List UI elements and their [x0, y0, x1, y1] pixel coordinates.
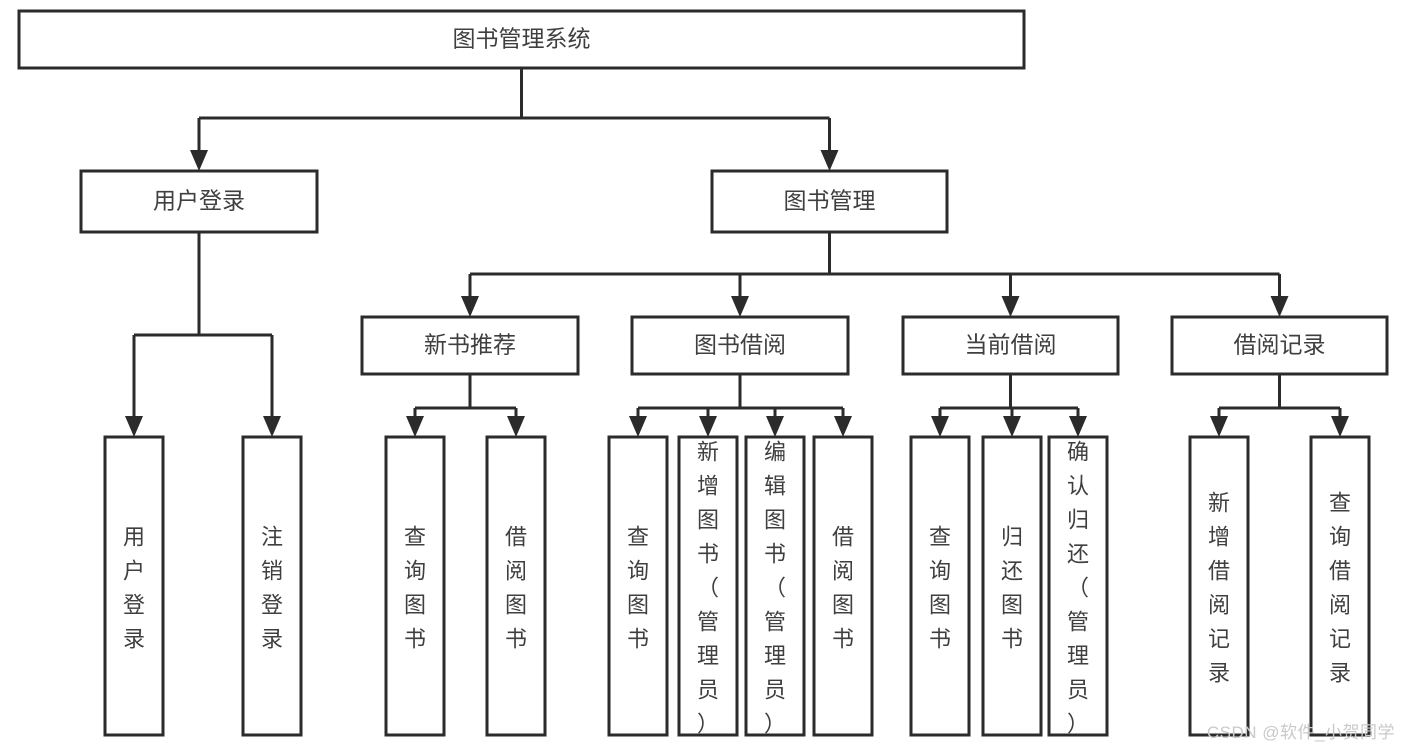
node-label-leaf12: 新增借阅记录 [1208, 491, 1230, 686]
connector-layer [125, 68, 1349, 437]
node-leaf4[interactable]: 借阅图书 [485, 435, 547, 737]
node-box-current[interactable] [901, 315, 1120, 376]
node-label-records: 借阅记录 [1234, 332, 1326, 358]
node-login[interactable]: 用户登录 [79, 169, 319, 234]
node-box-leaf9[interactable] [909, 435, 971, 737]
node-box-borrow[interactable] [630, 315, 850, 376]
node-leaf3[interactable]: 查询图书 [384, 435, 446, 737]
connector-group-current [931, 374, 1087, 437]
node-box-leaf12[interactable] [1188, 435, 1250, 737]
node-layer: 图书管理系统用户登录图书管理新书推荐图书借阅当前借阅借阅记录用户登录注销登录查询… [17, 9, 1389, 737]
node-label-leaf9: 查询图书 [929, 525, 951, 652]
node-box-login[interactable] [79, 169, 319, 234]
node-label-leaf5: 查询图书 [627, 525, 649, 652]
node-leaf12[interactable]: 新增借阅记录 [1188, 435, 1250, 737]
node-leaf10[interactable]: 归还图书 [981, 435, 1043, 737]
node-root[interactable]: 图书管理系统 [17, 9, 1026, 70]
node-leaf13[interactable]: 查询借阅记录 [1309, 435, 1371, 737]
node-newbook[interactable]: 新书推荐 [360, 315, 580, 376]
node-box-bookmgmt[interactable] [710, 169, 949, 234]
node-box-leaf10[interactable] [981, 435, 1043, 737]
node-label-leaf1: 用户登录 [123, 525, 145, 652]
node-label-newbook: 新书推荐 [424, 332, 516, 358]
connector-group-newbook [406, 374, 525, 437]
node-box-leaf11[interactable] [1047, 435, 1109, 737]
node-leaf11[interactable]: 确认归还（管理员） [1047, 435, 1109, 737]
node-box-root[interactable] [17, 9, 1026, 70]
node-label-leaf8: 借阅图书 [832, 525, 854, 652]
connector-group-login [125, 232, 281, 437]
node-leaf9[interactable]: 查询图书 [909, 435, 971, 737]
node-label-leaf4: 借阅图书 [505, 525, 527, 652]
node-label-leaf11: 确认归还（管理员） [1067, 440, 1089, 737]
node-leaf2[interactable]: 注销登录 [241, 435, 303, 737]
node-box-leaf5[interactable] [607, 435, 669, 737]
node-box-leaf1[interactable] [103, 435, 165, 737]
node-label-current: 当前借阅 [965, 332, 1057, 358]
node-current[interactable]: 当前借阅 [901, 315, 1120, 376]
node-records[interactable]: 借阅记录 [1170, 315, 1389, 376]
node-label-login: 用户登录 [153, 188, 245, 214]
connector-group-records [1210, 374, 1349, 437]
node-box-records[interactable] [1170, 315, 1389, 376]
node-label-leaf6: 新增图书（管理员） [697, 440, 719, 737]
node-label-leaf3: 查询图书 [404, 525, 426, 652]
node-box-leaf13[interactable] [1309, 435, 1371, 737]
node-box-leaf4[interactable] [485, 435, 547, 737]
node-leaf6[interactable]: 新增图书（管理员） [677, 435, 739, 737]
node-box-leaf6[interactable] [677, 435, 739, 737]
node-label-leaf13: 查询借阅记录 [1329, 491, 1351, 686]
node-box-leaf7[interactable] [744, 435, 806, 737]
node-box-leaf8[interactable] [812, 435, 874, 737]
connector-group-bookmgmt [461, 232, 1289, 317]
node-label-leaf7: 编辑图书（管理员） [764, 440, 786, 737]
node-leaf8[interactable]: 借阅图书 [812, 435, 874, 737]
node-label-bookmgmt: 图书管理 [784, 188, 876, 214]
watermark-label: CSDN @软件_小贺同学 [1206, 723, 1395, 742]
node-box-leaf3[interactable] [384, 435, 446, 737]
node-label-borrow: 图书借阅 [694, 332, 786, 358]
node-bookmgmt[interactable]: 图书管理 [710, 169, 949, 234]
node-borrow[interactable]: 图书借阅 [630, 315, 850, 376]
connector-group-root [190, 68, 839, 171]
node-box-leaf2[interactable] [241, 435, 303, 737]
node-label-leaf2: 注销登录 [261, 525, 283, 652]
node-label-leaf10: 归还图书 [1001, 525, 1023, 652]
node-label-root: 图书管理系统 [453, 26, 591, 52]
node-box-newbook[interactable] [360, 315, 580, 376]
node-leaf1[interactable]: 用户登录 [103, 435, 165, 737]
node-leaf7[interactable]: 编辑图书（管理员） [744, 435, 806, 737]
node-leaf5[interactable]: 查询图书 [607, 435, 669, 737]
connector-group-borrow [629, 374, 852, 437]
